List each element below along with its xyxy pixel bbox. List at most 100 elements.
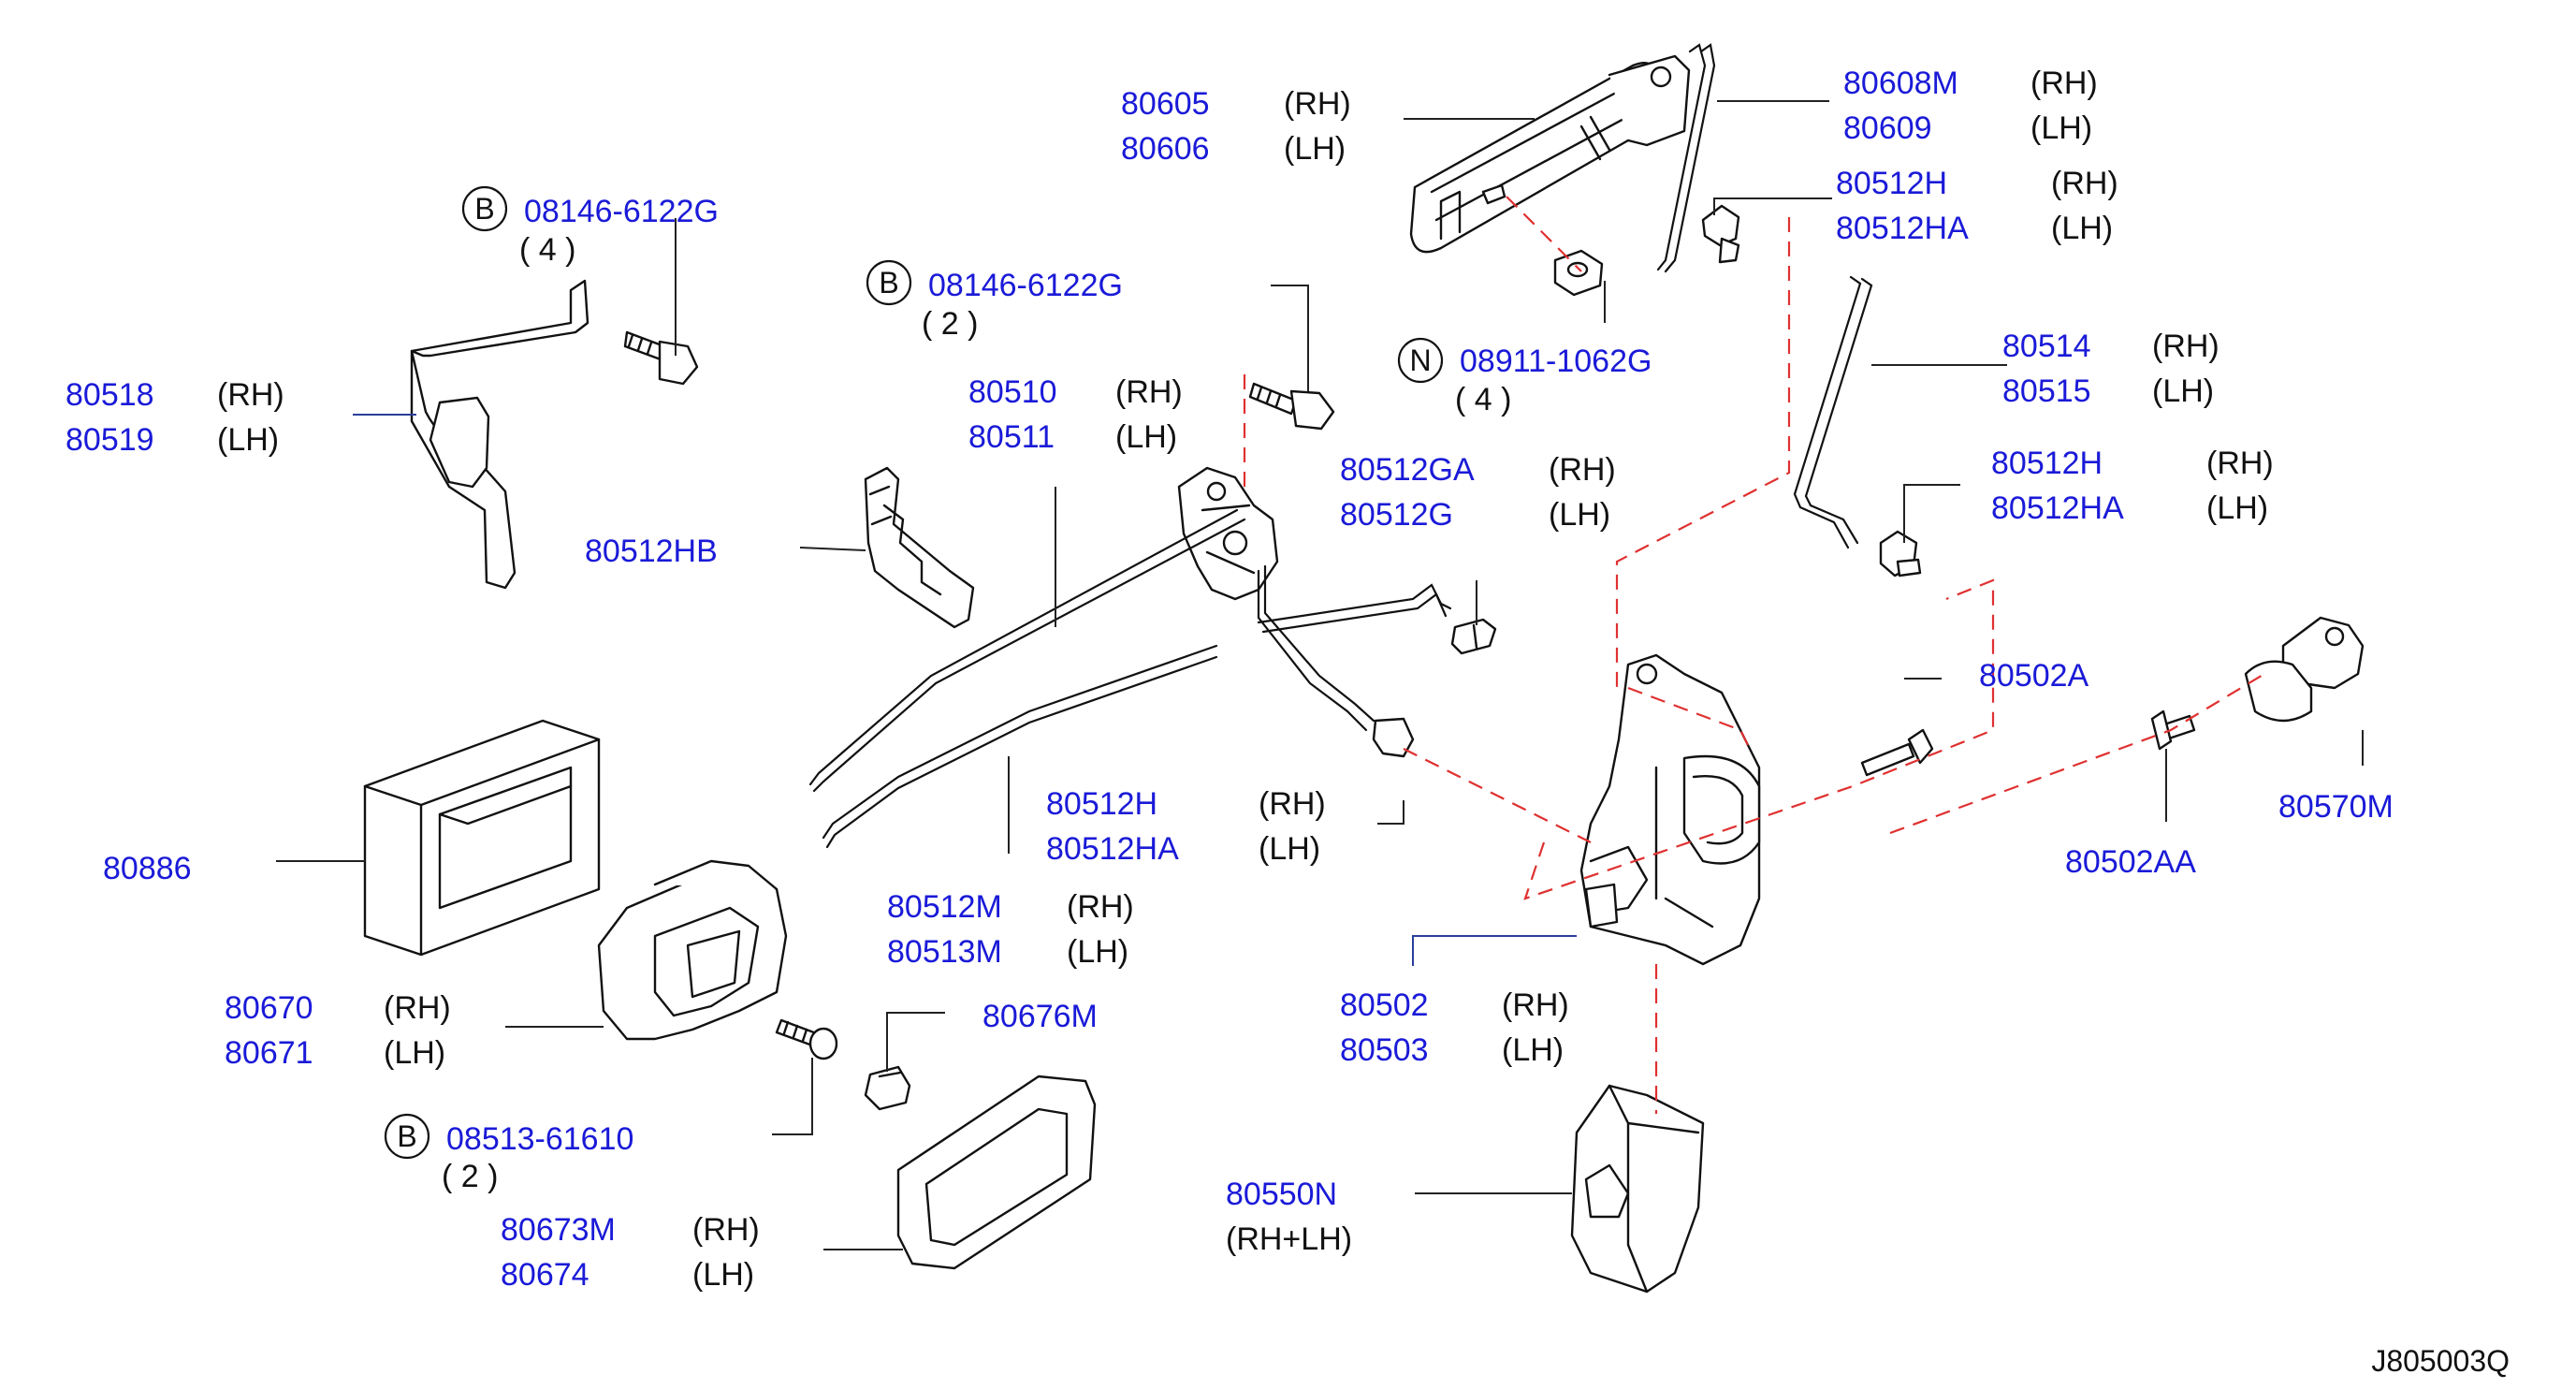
side-label: (RH) [2152, 329, 2219, 364]
side-label: (RH) [1259, 786, 1326, 822]
part-number: 80676M [982, 999, 1098, 1034]
part-number: 80503 [1340, 1032, 1429, 1068]
nut-part [1553, 249, 1604, 297]
side-label: (RH) [1115, 374, 1183, 410]
striker-part [2244, 616, 2365, 723]
side-label: (RH) [1502, 987, 1569, 1023]
side-label: (LH) [2051, 211, 2113, 246]
label-80502a: 80502A [1979, 658, 2089, 694]
dash-handle-to-nut [1506, 196, 1582, 272]
label-80502aa: 80502AA [2065, 844, 2196, 880]
label-80502: 80502 (RH) 80503 (LH) [1340, 987, 1569, 1068]
rod-clip-ga-part [1450, 618, 1497, 655]
side-label: (LH) [1284, 131, 1346, 167]
part-number: 80609 [1843, 110, 1932, 146]
prefix-letter: B [474, 192, 494, 226]
label-80673m: 80673M (RH) 80674 (LH) [501, 1212, 760, 1293]
rod-clip-mid-part [1372, 717, 1415, 758]
label-80512hb: 80512HB [585, 534, 718, 569]
dash-cable-to-lock [1403, 748, 1592, 843]
side-label: (LH) [217, 422, 279, 458]
side-label: (RH) [1549, 452, 1616, 488]
part-number: 80513M [887, 934, 1002, 970]
handle-clip-part [864, 1065, 911, 1111]
side-label: (RH) [2206, 446, 2274, 481]
part-number: 80512HB [585, 534, 718, 569]
side-label: (RH+LH) [1226, 1221, 1352, 1257]
part-number: 80512M [887, 889, 1002, 925]
label-nut-08911: N 08911-1062G ( 4 ) [1397, 337, 1652, 417]
inside-handle-part [597, 859, 788, 1041]
label-80670: 80670 (RH) 80671 (LH) [225, 990, 451, 1071]
label-screw-08513: B 08513-61610 ( 2 ) [384, 1113, 633, 1194]
label-80512m: 80512M (RH) 80513M (LH) [887, 889, 1134, 970]
lock-screw-part [1860, 728, 1934, 777]
part-number: 08911-1062G [1460, 344, 1652, 379]
part-number: 80502 [1340, 987, 1429, 1023]
prefix-circle [866, 259, 912, 306]
bolt-part-1 [623, 330, 699, 386]
quantity: ( 2 ) [922, 306, 978, 342]
side-label: (LH) [1259, 831, 1320, 867]
label-80512h-mid: 80512H (RH) 80512HA (LH) [1046, 786, 1326, 867]
part-number: 80511 [968, 419, 1055, 455]
part-number: 80512H [1836, 166, 1947, 201]
dash-striker [1889, 673, 2265, 835]
part-number: 80671 [225, 1035, 313, 1071]
side-label: (LH) [2152, 373, 2214, 409]
prefix-circle [1397, 337, 1444, 384]
part-number: 80512H [1046, 786, 1157, 822]
side-label: (LH) [1067, 934, 1128, 970]
quantity: ( 2 ) [442, 1159, 498, 1194]
label-80512h-right: 80512H (RH) 80512HA (LH) [1991, 446, 2274, 526]
part-number: 80512HA [1836, 211, 1969, 246]
side-label: (LH) [1549, 497, 1610, 533]
part-number: 80512HA [1991, 490, 2124, 526]
side-label: (RH) [384, 990, 451, 1026]
quantity: ( 4 ) [1455, 382, 1511, 417]
side-label: (LH) [2206, 490, 2268, 526]
part-number: 80518 [65, 377, 154, 413]
side-label: (RH) [2030, 66, 2098, 101]
part-number: 08146-6122G [524, 194, 719, 229]
rod-clip-right-part [1879, 530, 1922, 578]
part-number: 80512GA [1340, 452, 1475, 488]
bracket-part [410, 279, 589, 590]
part-number: 80606 [1121, 131, 1210, 167]
side-label: (RH) [1284, 86, 1351, 122]
escutcheon-part [896, 1075, 1097, 1270]
assembly-lines [1243, 196, 2265, 1114]
part-number: 80519 [65, 422, 154, 458]
part-number: 80570M [2278, 789, 2394, 825]
part-number: 80608M [1843, 66, 1958, 101]
part-number: 80674 [501, 1257, 589, 1293]
part-number: 80886 [103, 851, 192, 886]
part-number: 80502A [1979, 658, 2089, 694]
diagram-reference-code: J805003Q [2371, 1344, 2510, 1378]
side-label: (RH) [692, 1212, 760, 1248]
dash-lock-top [1627, 686, 1751, 750]
part-number: 80510 [968, 374, 1057, 410]
part-number: 80670 [225, 990, 313, 1026]
label-80550n: 80550N (RH+LH) [1226, 1177, 1352, 1257]
dash-clip-to-lock [1615, 217, 1791, 693]
part-number: 80514 [2002, 329, 2091, 364]
quantity: ( 4 ) [519, 232, 575, 268]
outside-handle-part [1409, 54, 1691, 254]
part-number: 08513-61610 [446, 1121, 633, 1157]
label-bolt-08146-4: B 08146-6122G ( 4 ) [461, 185, 719, 268]
part-number: 80512G [1340, 497, 1453, 533]
bolt-part-2 [1248, 382, 1335, 431]
label-80676m: 80676M [982, 999, 1098, 1034]
label-80605: 80605 (RH) 80606 (LH) [1121, 86, 1351, 167]
side-label: (LH) [2030, 110, 2092, 146]
rod-clip-top-part [1701, 204, 1740, 264]
dash-lower-box [1523, 578, 1995, 900]
label-80518: 80518 (RH) 80519 (LH) [65, 377, 284, 458]
label-80512h-top: 80512H (RH) 80512HA (LH) [1836, 166, 2118, 246]
label-80514: 80514 (RH) 80515 (LH) [2002, 329, 2219, 409]
part-number: 80550N [1226, 1177, 1337, 1212]
label-80510: 80510 (RH) 80511 (LH) [968, 374, 1183, 455]
handle-screw-part [775, 1018, 838, 1060]
side-label: (RH) [1067, 889, 1134, 925]
